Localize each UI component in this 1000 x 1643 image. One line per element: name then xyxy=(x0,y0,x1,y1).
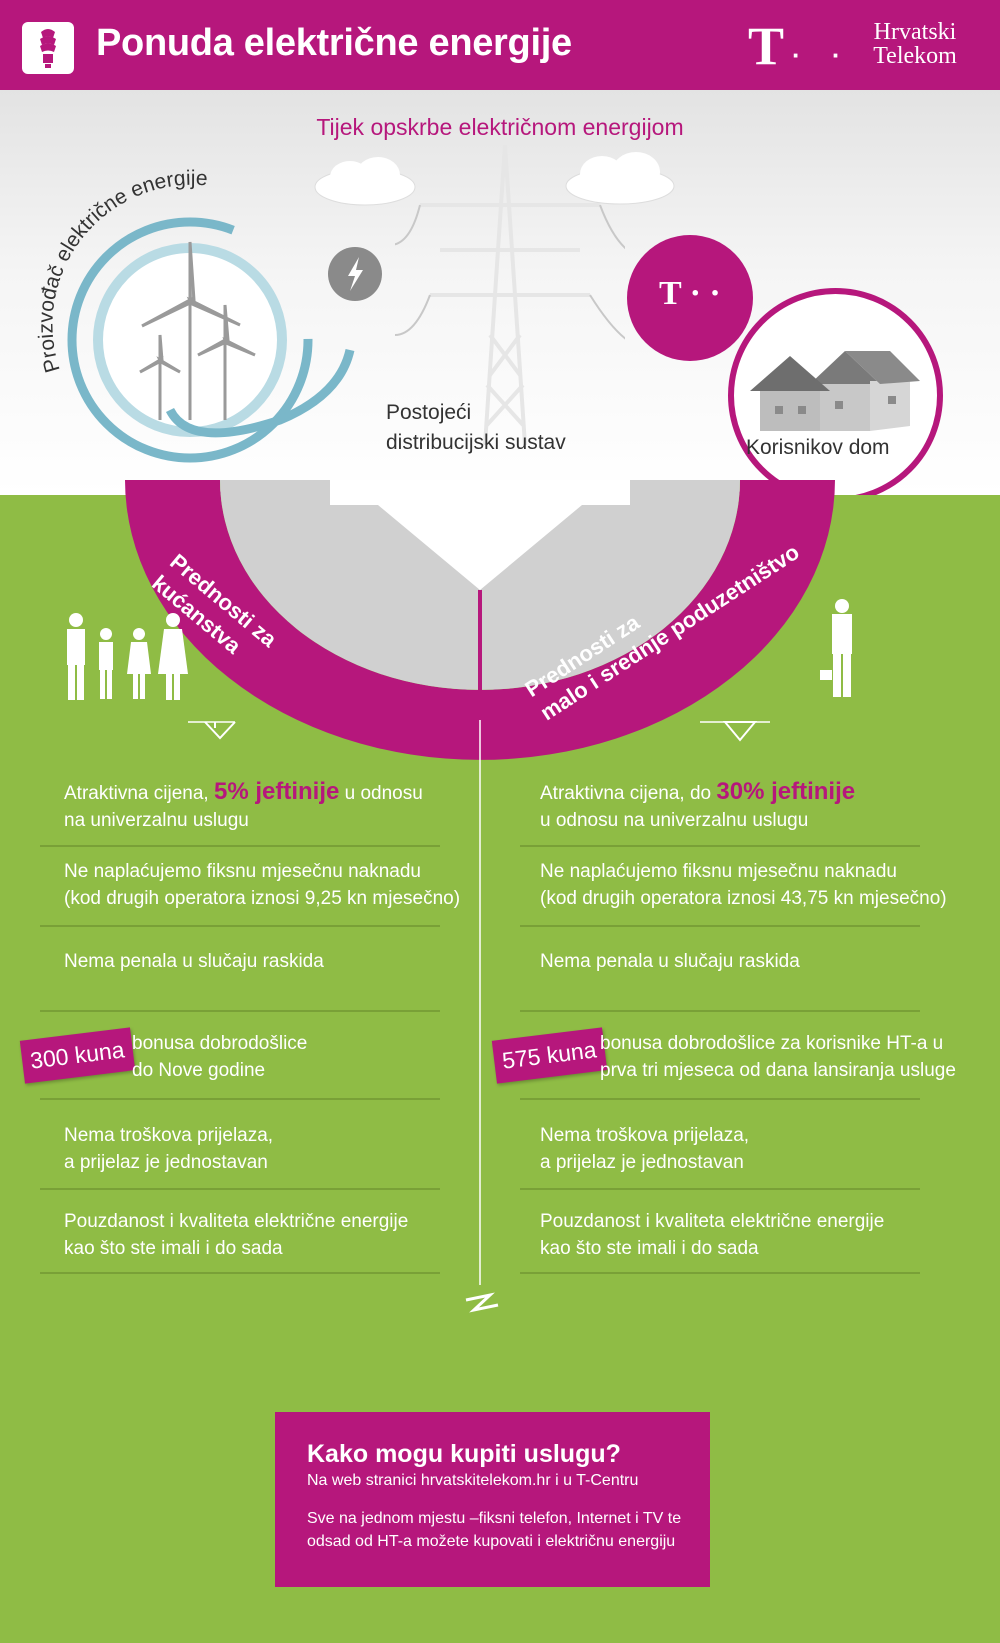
divider xyxy=(40,1188,440,1190)
home-label: Korisnikov dom xyxy=(746,436,890,459)
brand-name: Hrvatski Telekom xyxy=(850,20,980,68)
cta-title: Kako mogu kupiti uslugu? xyxy=(307,1440,621,1468)
household-price: Atraktivna cijena, 5% jeftinije u odnosu… xyxy=(64,778,423,834)
household-switch-line1: Nema troškova prijelaza, xyxy=(64,1125,274,1146)
cta-subtitle[interactable]: Na web stranici hrvatskitelekom.hr i u T… xyxy=(307,1472,639,1489)
page-title: Ponuda električne energije xyxy=(96,22,572,64)
brand-t: T xyxy=(748,16,785,76)
divider xyxy=(40,925,440,927)
divider xyxy=(520,1098,920,1100)
supply-flow-section: Tijek opskrbe električnom energijom Proi… xyxy=(0,90,1000,503)
business-bonus-line1: bonusa dobrodošlice za korisnike HT-a u xyxy=(600,1033,944,1054)
family-icon xyxy=(67,613,188,700)
divider xyxy=(520,925,920,927)
household-fee-line2: (kod drugih operatora iznosi 9,25 kn mje… xyxy=(64,888,461,909)
business-bonus: bonusa dobrodošlice za korisnike HT-a u … xyxy=(600,1030,956,1084)
household-penalty: Nema penala u slučaju raskida xyxy=(64,951,324,972)
business-price-highlight: 30% jeftinije xyxy=(716,778,856,805)
cloud-icon xyxy=(314,157,416,206)
business-quality-line2: kao što ste imali i do sada xyxy=(540,1238,759,1259)
household-quality-line2: kao što ste imali i do sada xyxy=(64,1238,283,1259)
cta-box[interactable]: Kako mogu kupiti uslugu? Na web stranici… xyxy=(275,1412,710,1587)
business-quality: Pouzdanost i kvaliteta električne energi… xyxy=(540,1208,884,1262)
divider xyxy=(520,1272,920,1274)
household-bonus: bonusa dobrodošlice do Nove godine xyxy=(132,1030,307,1084)
divider xyxy=(40,1272,440,1274)
business-quality-line1: Pouzdanost i kvaliteta električne energi… xyxy=(540,1211,885,1232)
flow-title: Tijek opskrbe električnom energijom xyxy=(316,114,684,140)
lightning-icon xyxy=(328,247,382,301)
divider xyxy=(40,1010,440,1012)
brand-dots: · · xyxy=(792,40,853,70)
business-switch-line2: a prijelaz je jednostavan xyxy=(540,1152,744,1173)
business-fee-line1: Ne naplaćujemo fiksnu mjesečnu naknadu xyxy=(540,861,897,882)
household-switch: Nema troškova prijelaza, a prijelaz je j… xyxy=(64,1122,273,1176)
business-price-line2: u odnosu na univerzalnu uslugu xyxy=(540,810,809,831)
household-price-line2: na univerzalnu uslugu xyxy=(64,810,249,831)
brand-name-line1: Hrvatski xyxy=(873,19,957,45)
divider xyxy=(520,1188,920,1190)
household-quality-line1: Pouzdanost i kvaliteta električne energi… xyxy=(64,1211,409,1232)
business-bonus-line2: prva tri mjeseca od dana lansiranja uslu… xyxy=(600,1060,956,1081)
cloud-icon xyxy=(565,152,675,205)
household-switch-line2: a prijelaz je jednostavan xyxy=(64,1152,268,1173)
divider xyxy=(520,845,920,847)
wind-turbine-icon: Proizvođač električne energije xyxy=(34,167,355,463)
divider xyxy=(40,1098,440,1100)
divider xyxy=(40,845,440,847)
business-switch: Nema troškova prijelaza, a prijelaz je j… xyxy=(540,1122,749,1176)
house-icon xyxy=(750,351,920,431)
brand-name-line2: Telekom xyxy=(873,43,957,69)
household-fee-line1: Ne naplaćujemo fiksnu mjesečnu naknadu xyxy=(64,861,421,882)
business-fee: Ne naplaćujemo fiksnu mjesečnu naknadu (… xyxy=(540,858,947,912)
household-price-prefix: Atraktivna cijena, xyxy=(64,783,209,804)
business-penalty: Nema penala u slučaju raskida xyxy=(540,951,800,972)
household-price-highlight: 5% jeftinije xyxy=(213,778,340,805)
business-price-prefix: Atraktivna cijena, do xyxy=(540,783,712,804)
lightbulb-icon xyxy=(22,22,74,74)
household-quality: Pouzdanost i kvaliteta električne energi… xyxy=(64,1208,408,1262)
t-logo: T · · xyxy=(659,275,721,312)
telekom-circle: T · · xyxy=(627,235,753,361)
divider xyxy=(520,1010,920,1012)
distribution-label: Postojeći distribucijski sustav xyxy=(386,398,566,458)
business-price: Atraktivna cijena, do 30% jeftinije u od… xyxy=(540,778,855,834)
household-fee: Ne naplaćujemo fiksnu mjesečnu naknadu (… xyxy=(64,858,460,912)
household-price-suffix: u odnosu xyxy=(344,783,423,804)
business-fee-line2: (kod drugih operatora iznosi 43,75 kn mj… xyxy=(540,888,947,909)
household-bonus-line1: bonusa dobrodošlice xyxy=(132,1033,308,1054)
cta-body: Sve na jednom mjestu –fiksni telefon, In… xyxy=(307,1510,682,1550)
header: Ponuda električne energije T · · Hrvatsk… xyxy=(0,0,1000,90)
businessman-icon xyxy=(820,599,852,697)
business-switch-line1: Nema troškova prijelaza, xyxy=(540,1125,750,1146)
household-bonus-line2: do Nove godine xyxy=(132,1060,266,1081)
distribution-label-line2: distribucijski sustav xyxy=(386,431,566,454)
home-circle xyxy=(728,288,943,503)
distribution-label-line1: Postojeći xyxy=(386,401,472,424)
power-pylon-icon xyxy=(395,144,625,446)
